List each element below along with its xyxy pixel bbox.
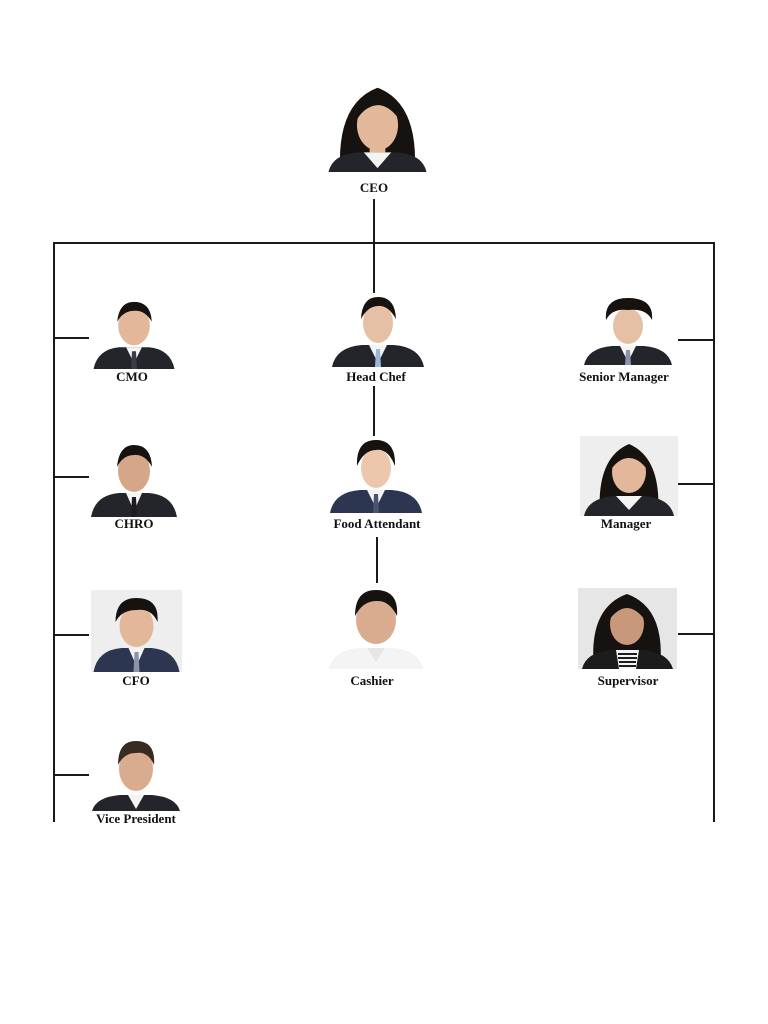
manager-connector-line <box>678 483 713 485</box>
portrait-female-icon <box>328 87 427 172</box>
cfo-label: CFO <box>122 673 150 688</box>
ceo-label: CEO <box>359 180 389 195</box>
chro-connector-line <box>55 476 89 478</box>
ceo-photo <box>317 74 438 172</box>
vice-president-label: Vice President <box>96 811 176 826</box>
manager-photo <box>580 436 678 516</box>
food-attendant-photo <box>328 436 424 513</box>
right-spine-line <box>713 242 715 822</box>
senior-manager-connector-line <box>678 339 713 341</box>
cfo-photo <box>91 590 182 672</box>
horizontal-branch-line <box>53 242 715 244</box>
supervisor-photo <box>578 588 677 669</box>
portrait-male-icon <box>92 741 180 811</box>
food-attendant-to-cashier-line <box>376 537 378 583</box>
vice-president-connector-line <box>55 774 89 776</box>
manager-label: Manager <box>600 516 652 531</box>
senior-manager-photo <box>582 296 675 365</box>
cfo-connector-line <box>55 634 89 636</box>
portrait-male-icon <box>329 590 423 669</box>
portrait-male-icon <box>91 445 177 517</box>
food-attendant-label: Food Attendant <box>333 516 421 531</box>
portrait-female-icon <box>582 594 673 669</box>
portrait-male-icon <box>93 301 175 369</box>
portrait-male-icon <box>93 598 180 672</box>
cashier-photo <box>327 584 425 669</box>
portrait-male-icon <box>330 440 422 513</box>
portrait-male-icon <box>584 298 672 365</box>
cmo-photo <box>89 296 179 369</box>
left-spine-line <box>53 242 55 822</box>
head-chef-label: Head Chef <box>346 369 406 384</box>
cmo-label: CMO <box>116 369 148 384</box>
cmo-connector-line <box>55 337 89 339</box>
senior-manager-label: Senior Manager <box>579 369 669 384</box>
supervisor-connector-line <box>678 633 713 635</box>
head-chef-photo <box>330 293 426 367</box>
vice-president-photo <box>90 735 182 811</box>
chro-photo <box>89 439 179 517</box>
head-chef-to-food-attendant-line <box>373 386 375 438</box>
chro-label: CHRO <box>114 516 154 531</box>
cashier-label: Cashier <box>350 673 394 688</box>
portrait-male-icon <box>332 297 424 367</box>
ceo-connector-line <box>373 199 375 293</box>
supervisor-label: Supervisor <box>597 673 659 688</box>
portrait-female-icon <box>584 444 674 516</box>
